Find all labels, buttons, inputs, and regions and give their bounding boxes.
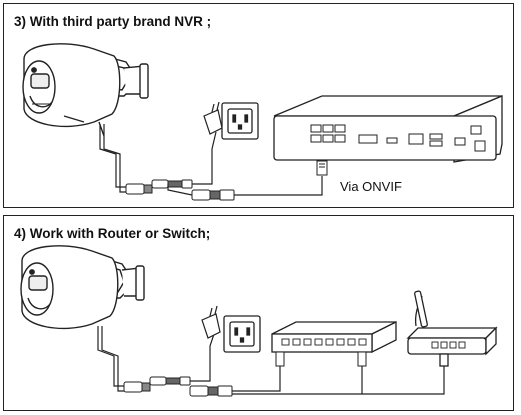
rj45-plug-icon — [316, 160, 328, 176]
panel-router-switch: 4) Work with Router or Switch; — [3, 215, 514, 411]
switch-connection-diagram — [20, 245, 498, 397]
rj45-plug-icon — [275, 351, 367, 367]
ip-camera-icon — [22, 43, 149, 137]
power-adapter-icon — [201, 305, 221, 339]
section-title: 4) Work with Router or Switch; — [14, 226, 211, 241]
section-title: 3) With third party brand NVR ; — [14, 14, 212, 29]
cable-connectors — [125, 179, 235, 201]
connection-label: Via ONVIF — [340, 179, 402, 194]
wifi-router-icon — [406, 290, 498, 367]
nvr-icon — [273, 95, 503, 163]
ip-camera-icon — [20, 245, 145, 330]
camera-cable — [99, 124, 126, 193]
panel-third-party-nvr: 3) With third party brand NVR ; — [3, 3, 514, 208]
power-adapter-icon — [203, 101, 223, 135]
nvr-connection-diagram — [22, 43, 503, 201]
cable-connectors — [123, 376, 233, 397]
network-switch-icon — [271, 320, 397, 354]
wall-outlet-icon — [223, 315, 261, 353]
wall-outlet-icon — [221, 102, 259, 140]
